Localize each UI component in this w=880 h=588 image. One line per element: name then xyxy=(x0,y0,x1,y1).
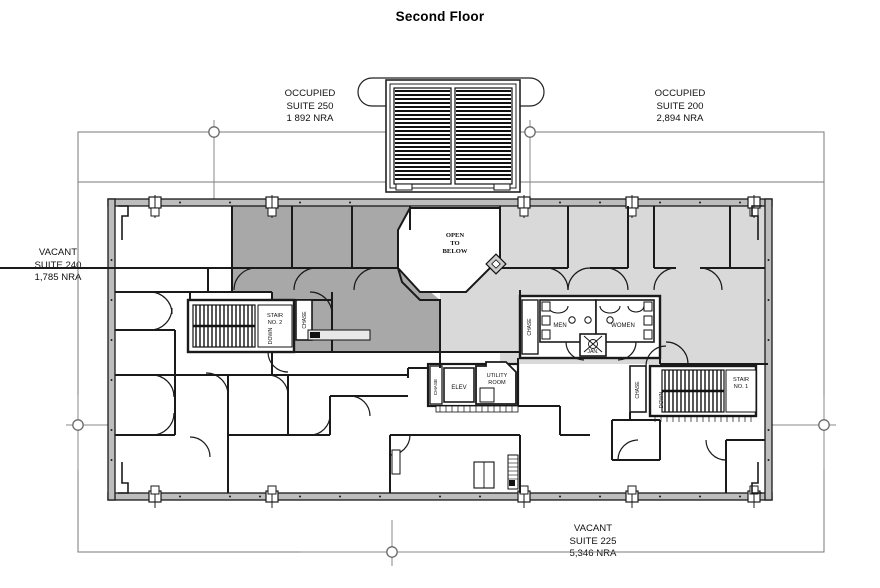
utility-room-label-line2: ROOM xyxy=(488,380,506,386)
grid-bubble-bottom xyxy=(386,546,398,558)
suite-200-door-swings xyxy=(545,267,723,365)
chase-label-core: CHASE xyxy=(527,318,533,336)
stair-1-label-line1: STAIR xyxy=(733,377,749,383)
suite-250-door-swings xyxy=(233,267,377,315)
utility-room-label-line1: UTILITY xyxy=(487,373,508,379)
suite-label-225: VACANT SUITE 225 5,346 NRA xyxy=(569,523,617,560)
chase-label-left: CHASE xyxy=(302,311,308,329)
stair-1-label-line2: NO. 1 xyxy=(734,384,749,390)
chase-label-right: CHASE xyxy=(635,381,641,399)
suite-label-240: VACANT SUITE 240 1,785 NRA xyxy=(34,247,82,284)
elevator-label: ELEV xyxy=(451,385,466,391)
chase-label-elev: CHASE xyxy=(433,379,439,396)
suite-225-door-swings xyxy=(267,374,727,461)
suite-240-door-swings xyxy=(149,291,229,458)
suite-label-250: OCCUPIED SUITE 250 1 892 NRA xyxy=(284,88,336,125)
stair-2-label-line2: NO. 2 xyxy=(268,320,283,326)
grid-bubble-top-right xyxy=(524,126,536,138)
atrium-label: OPEN TO BELOW xyxy=(443,232,468,255)
stair-2-label-line1: STAIR xyxy=(267,313,283,319)
grid-bubbles xyxy=(72,126,830,558)
janitor-label: JAN. xyxy=(587,349,598,355)
women-restroom-label: WOMEN xyxy=(611,323,635,329)
roof-screen-assembly xyxy=(357,77,545,193)
atrium-label-line2: TO xyxy=(450,240,459,247)
exterior-columns-south xyxy=(148,485,761,508)
grid-bubble-left xyxy=(72,419,84,431)
grid-bubble-top-left xyxy=(208,126,220,138)
men-restroom-label: MEN xyxy=(553,323,566,329)
atrium-label-line3: BELOW xyxy=(443,248,468,255)
atrium-corner-detail xyxy=(485,253,507,275)
exterior-columns-north xyxy=(148,195,761,218)
grid-bubble-right xyxy=(818,419,830,431)
suite-225-fixtures xyxy=(391,449,519,490)
stair-no-1[interactable]: STAIR NO. 1 DOWN CHASE xyxy=(629,345,758,422)
corner-jambs xyxy=(118,205,762,494)
window-mullion-ticks xyxy=(110,201,770,498)
page-title: Second Floor xyxy=(395,9,485,24)
suite-label-200: OCCUPIED SUITE 200 2,894 NRA xyxy=(654,88,706,125)
stair-2-down-label: DOWN xyxy=(268,328,274,345)
elevator-utility-core[interactable]: CHASE ELEV UTILITY ROOM xyxy=(426,361,520,413)
corridor-equipment-left xyxy=(307,329,371,341)
stair-1-down-label: DOWN xyxy=(659,392,665,409)
central-corridor-walls[interactable] xyxy=(439,352,660,406)
restroom-core[interactable]: CHASE MEN WOMEN JAN. xyxy=(518,294,662,361)
atrium-label-line1: OPEN xyxy=(446,232,465,239)
